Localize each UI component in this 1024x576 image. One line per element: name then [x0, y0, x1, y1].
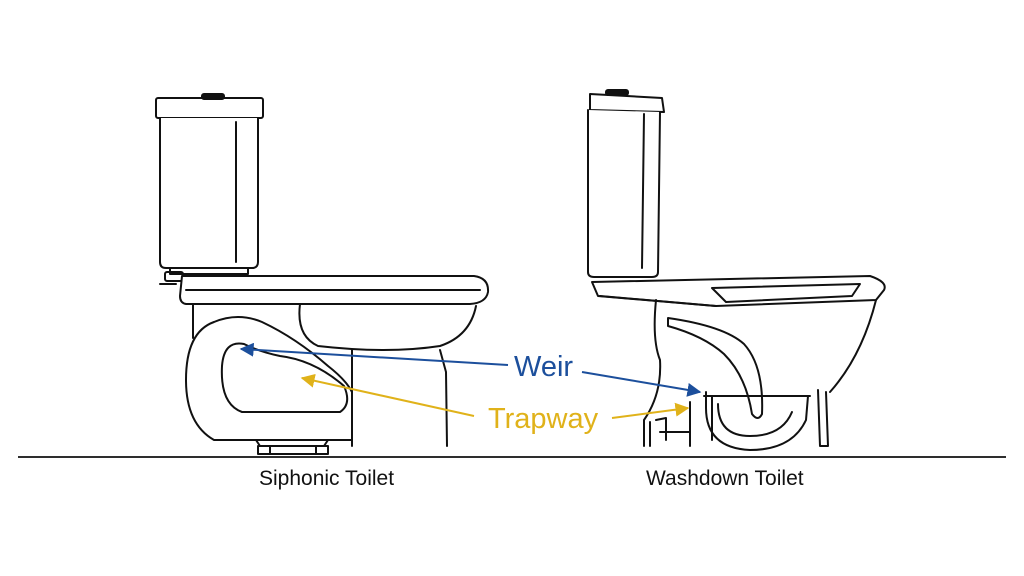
trapway-label: Trapway [488, 403, 599, 435]
washdown-bowl-outer [829, 299, 877, 393]
washdown-toilet-caption: Washdown Toilet [646, 467, 804, 490]
siphonic-trapway-outer [185, 316, 353, 441]
siphonic-toilet-caption: Siphonic Toilet [259, 467, 395, 490]
washdown-trap [705, 391, 809, 451]
siphonic-pedestal [192, 303, 448, 447]
weir-label: Weir [514, 351, 573, 383]
washdown-inner-wall [667, 317, 764, 419]
weir-arrow-right [581, 371, 702, 397]
weir-arrow-left [239, 342, 509, 366]
washdown-tank-body [587, 109, 661, 278]
washdown-tank-lid [589, 93, 665, 113]
siphonic-tank-body [159, 117, 259, 269]
trapway-arrow-left [300, 373, 475, 417]
siphonic-tank-lid [155, 97, 264, 119]
washdown-toilet [587, 89, 886, 451]
siphonic-trapway-inner [220, 342, 349, 413]
siphonic-toilet [155, 93, 490, 455]
trapway-arrow-right [611, 402, 690, 419]
siphonic-bowl [298, 303, 477, 351]
siphonic-flush-button [201, 93, 225, 100]
washdown-rim [591, 275, 886, 307]
